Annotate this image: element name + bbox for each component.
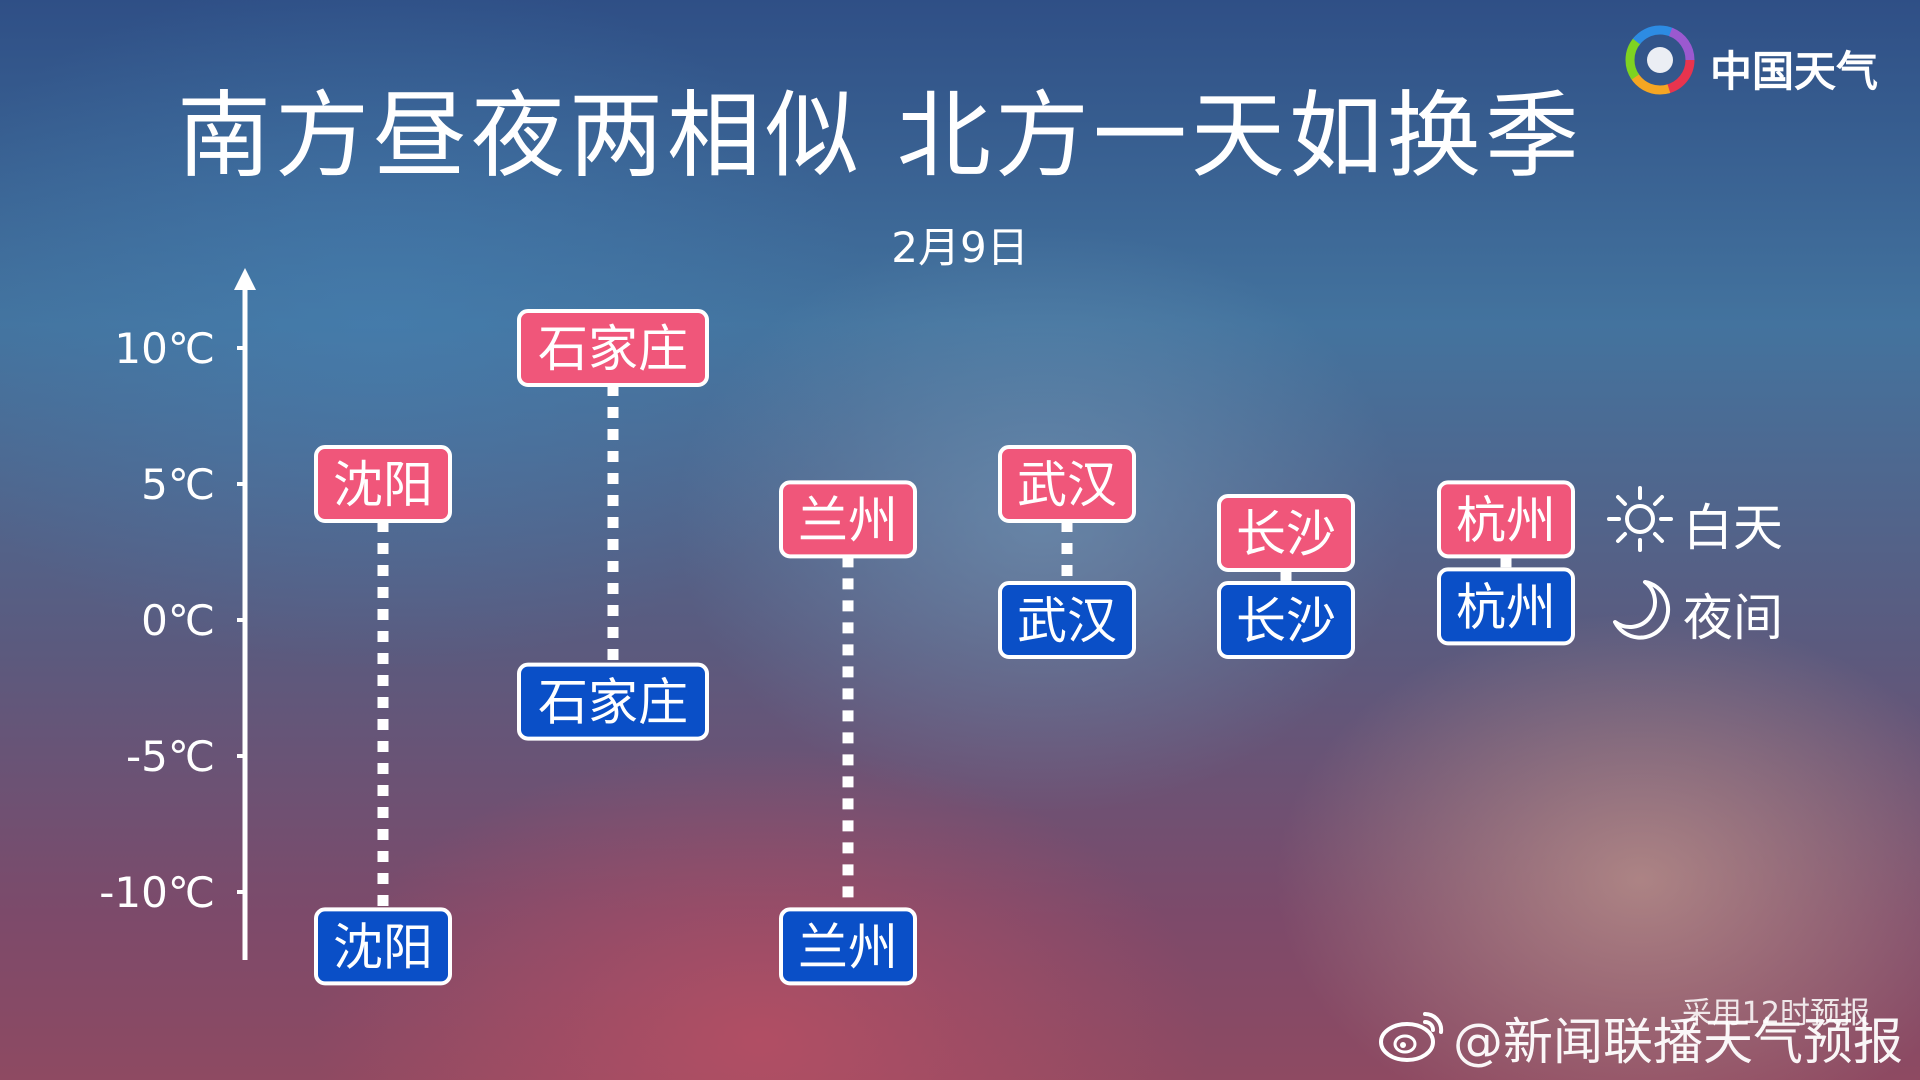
- weibo-watermark: @新闻联播天气预报: [1375, 998, 1915, 1071]
- night-city-label: 兰州: [798, 918, 898, 976]
- day-city-label: 兰州: [798, 491, 898, 549]
- night-temp-box: [1437, 567, 1575, 646]
- day-city-label: 长沙: [1236, 505, 1336, 563]
- night-temp-box: [998, 581, 1136, 659]
- logo-text: 中国天气: [1710, 47, 1879, 96]
- y-tick-label: -10℃: [99, 868, 215, 917]
- night-city-label: 沈阳: [333, 918, 433, 976]
- night-temp-box: [779, 907, 917, 986]
- y-tick-label: -5℃: [126, 732, 215, 781]
- y-tick-label: 0℃: [141, 596, 215, 645]
- day-temp-box: [998, 445, 1136, 523]
- night-city-label: 石家庄: [538, 674, 688, 732]
- night-city-label: 武汉: [1017, 592, 1117, 650]
- china-weather-logo-icon: [1625, 25, 1695, 95]
- day-temp-box: [517, 309, 709, 387]
- watermark-text: @新闻联播天气预报: [1453, 1013, 1903, 1071]
- night-temp-box: [517, 662, 709, 741]
- night-city-label: 长沙: [1236, 592, 1336, 650]
- night-temp-box: [314, 907, 452, 986]
- night-city-label: 杭州: [1456, 578, 1556, 636]
- legend-day-label: 白天: [1683, 499, 1783, 557]
- day-temp-box: [314, 445, 452, 523]
- weibo-icon: [1379, 1011, 1444, 1062]
- sun-icon: [1607, 486, 1673, 552]
- legend-day: 白天: [1605, 478, 1825, 558]
- y-tick-label: 10℃: [114, 324, 215, 373]
- moon-icon: [1613, 580, 1671, 640]
- legend-night-label: 夜间: [1683, 589, 1783, 647]
- legend-night: 夜间: [1605, 568, 1825, 648]
- day-city-label: 沈阳: [333, 456, 433, 514]
- y-tick-label: 5℃: [141, 460, 215, 509]
- chart-date: 2月9日: [891, 223, 1029, 272]
- china-weather-logo: 中国天气: [1620, 20, 1910, 100]
- page-title: 南方昼夜两相似 北方一天如换季: [177, 82, 1583, 191]
- day-city-label: 杭州: [1456, 491, 1556, 549]
- forecast-note: 采用12时预报: [1681, 996, 1870, 1031]
- day-temp-box: [1217, 493, 1355, 572]
- day-temp-box: [1437, 480, 1575, 559]
- night-temp-box: [1217, 581, 1355, 659]
- day-city-label: 武汉: [1017, 456, 1117, 514]
- day-city-label: 石家庄: [538, 320, 688, 378]
- y-axis-arrow-icon: [234, 268, 256, 290]
- day-temp-box: [779, 480, 917, 559]
